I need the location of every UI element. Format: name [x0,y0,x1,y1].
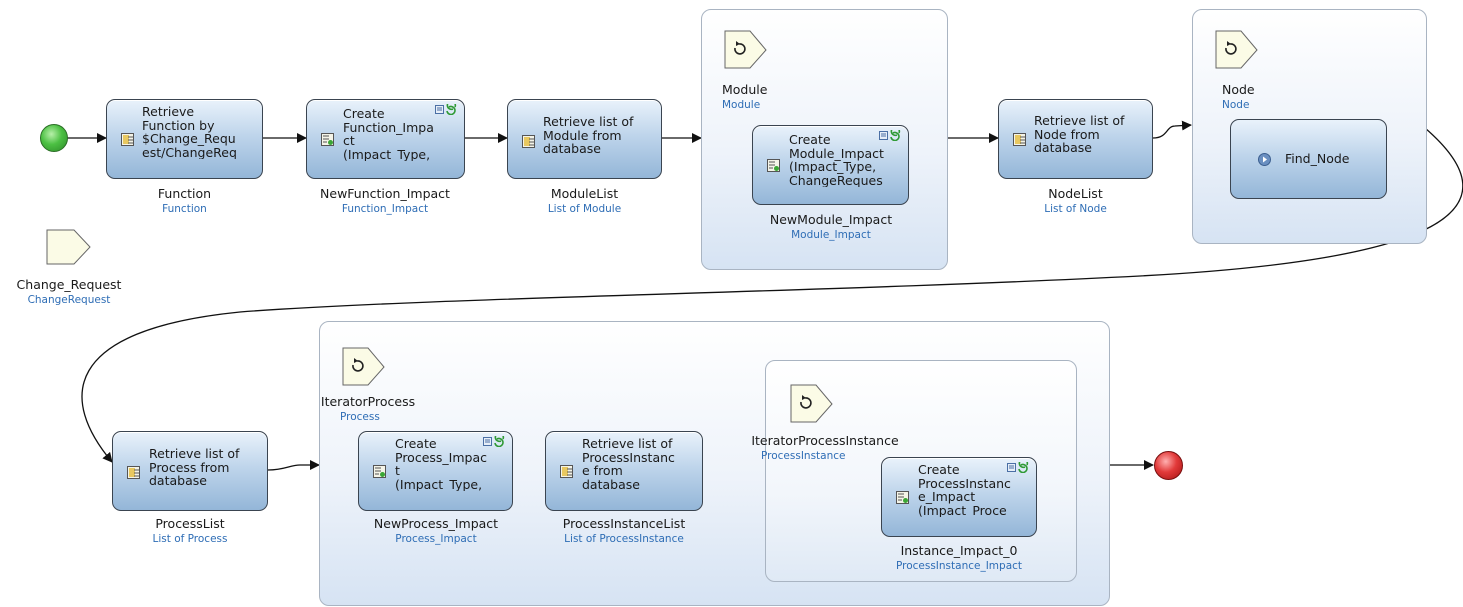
output-name: Function [157,186,212,201]
activity-output-label: ProcessList List of Process [112,516,268,545]
retrieve-db-icon [1013,133,1026,146]
activity-caption: Retrieve list of Node from database [1034,114,1125,155]
loop-process-type: Process [340,411,380,423]
create-object-icon [321,133,334,146]
start-event[interactable] [40,124,68,152]
activity-caption: Retrieve list of ProcessInstanc e from d… [582,437,675,491]
loop-node-label: Node Node [1222,82,1255,111]
output-type: List of Module [547,203,622,215]
output-name: NewModule_Impact [769,212,893,227]
activity-caption: Create Module_Impact (Impact_Type, Chang… [789,133,884,187]
commit-refresh-icon [435,104,457,115]
create-object-icon [767,159,780,172]
output-type: List of Process [152,533,228,545]
activity-output-label: NodeList List of Node [998,186,1153,215]
activity-create-process-impact[interactable]: Create Process_Impac t (Impact_Type, [358,431,513,511]
activity-output-label: NewProcess_Impact Process_Impact [346,516,526,545]
activity-create-instance-impact[interactable]: Create ProcessInstanc e_Impact (Impact_P… [881,457,1037,537]
activity-caption: Retrieve Function by $Change_Requ est/Ch… [142,105,237,159]
retrieve-db-icon [127,466,140,479]
activity-output-label: NewModule_Impact Module_Impact [740,212,922,241]
microflow-call-icon [1258,153,1271,166]
parameter-label: Change_Request ChangeRequest [0,277,138,306]
activity-create-module-impact[interactable]: Create Module_Impact (Impact_Type, Chang… [752,125,909,205]
activity-output-label: Function Function [106,186,263,215]
loop-module-label: Module Module [722,82,767,111]
commit-refresh-icon [879,130,901,141]
output-name: ProcessList [155,516,225,531]
flow-processlist-to-loop [267,460,320,471]
activity-output-label: ProcessInstanceList List of ProcessInsta… [534,516,714,545]
activity-retrieve-nodes[interactable]: Retrieve list of Node from database [998,99,1153,179]
output-type: Function_Impact [341,203,429,215]
activity-caption: Create ProcessInstanc e_Impact (Impact_P… [918,463,1011,517]
activity-retrieve-function[interactable]: Retrieve Function by $Change_Requ est/Ch… [106,99,263,179]
loop-process-instance-label: IteratorProcessInstance ProcessInstance [727,433,923,462]
loop-module-name: Module [722,82,768,97]
parameter-change-request[interactable] [46,229,92,265]
output-type: List of Node [1044,203,1107,215]
loop-process-label: IteratorProcess Process [312,394,424,423]
flow-nodelist-to-loop [1152,120,1192,139]
retrieve-db-icon [121,133,134,146]
output-name: ProcessInstanceList [562,516,686,531]
loop-node-name: Node [1222,82,1255,97]
commit-refresh-icon [483,436,505,447]
commit-refresh-icon [1007,462,1029,473]
output-type: Process_Impact [395,533,477,545]
parameter-type: ChangeRequest [27,294,111,306]
loop-module-type: Module [722,99,761,111]
activity-retrieve-processes[interactable]: Retrieve list of Process from database [112,431,268,511]
output-name: NewFunction_Impact [320,186,450,201]
activity-caption: Find_Node [1285,151,1350,166]
retrieve-db-icon [522,135,535,148]
output-type: Module_Impact [791,229,871,241]
loop-iterator-icon [342,347,386,387]
output-type: ProcessInstance_Impact [895,560,1023,572]
create-object-icon [896,491,909,504]
loop-iterator-icon [790,384,834,424]
end-event[interactable] [1154,451,1183,480]
create-object-icon [373,465,386,478]
loop-iterator-icon [1215,30,1259,70]
activity-find-node[interactable]: Find_Node [1230,119,1387,199]
activity-caption: Create Function_Impa ct (Impact_Type, [343,107,434,161]
activity-caption: Create Process_Impac t (Impact_Type, [395,437,487,491]
loop-iterator-icon [724,30,768,70]
activity-retrieve-modules[interactable]: Retrieve list of Module from database [507,99,662,179]
output-name: NodeList [1048,186,1103,201]
activity-caption: Retrieve list of Process from database [149,447,240,488]
activity-output-label: NewFunction_Impact Function_Impact [296,186,474,215]
output-name: ModuleList [550,186,619,201]
activity-output-label: Instance_Impact_0 ProcessInstance_Impact [868,543,1050,572]
parameter-name: Change_Request [16,277,122,292]
loop-process-name: IteratorProcess [320,394,416,409]
output-name: Instance_Impact_0 [900,543,1018,558]
activity-caption: Retrieve list of Module from database [543,115,634,156]
activity-create-function-impact[interactable]: Create Function_Impa ct (Impact_Type, [306,99,465,179]
loop-process-instance-type: ProcessInstance [761,450,846,462]
output-type: Function [162,203,207,215]
loop-process-instance-name: IteratorProcessInstance [751,433,899,448]
retrieve-db-icon [560,465,573,478]
output-type: List of ProcessInstance [564,533,684,545]
output-name: NewProcess_Impact [373,516,499,531]
loop-node-type: Node [1222,99,1250,111]
activity-output-label: ModuleList List of Module [507,186,662,215]
activity-retrieve-process-instances[interactable]: Retrieve list of ProcessInstanc e from d… [545,431,703,511]
